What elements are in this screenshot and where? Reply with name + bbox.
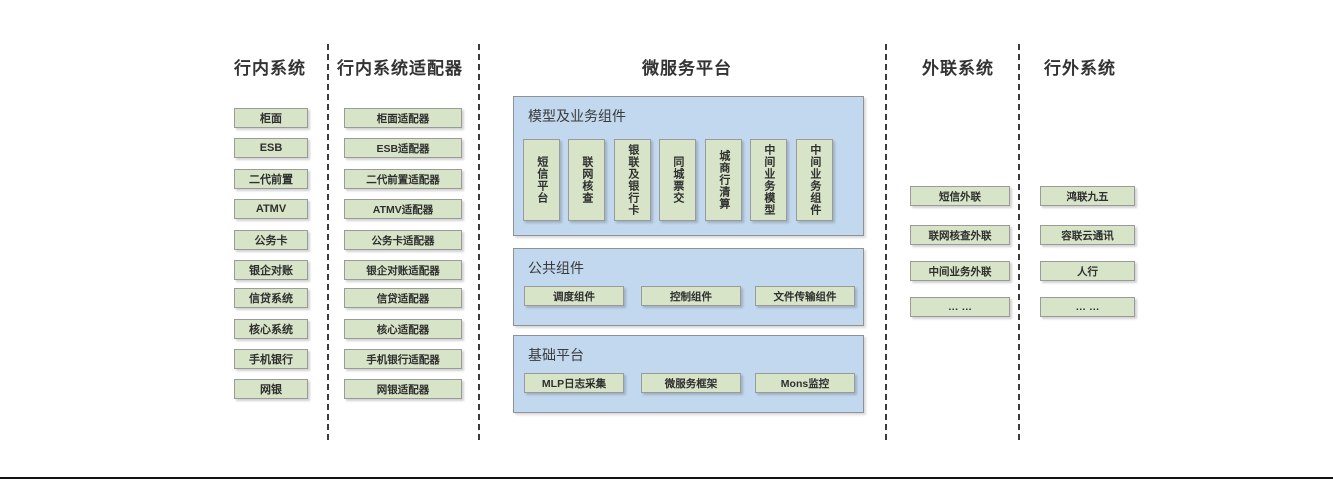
vnode-model-6-label: 中间业务组件 [808, 144, 821, 216]
node-outside-bank-2[interactable]: 人行 [1040, 261, 1135, 281]
node-external-link-3[interactable]: … … [910, 297, 1010, 317]
node-base-2[interactable]: Mons监控 [755, 373, 855, 393]
vnode-model-1-label: 联网核查 [580, 156, 593, 204]
vnode-model-5-label: 中间业务模型 [762, 144, 775, 216]
node-public-0[interactable]: 调度组件 [524, 286, 624, 306]
node-outside-bank-0[interactable]: 鸿联九五 [1040, 186, 1135, 206]
vnode-model-0[interactable]: 短信平台 [523, 139, 560, 221]
node-internal-adapter-8[interactable]: 手机银行适配器 [344, 349, 462, 369]
divider-2 [478, 44, 480, 440]
node-internal-adapter-1[interactable]: ESB适配器 [344, 138, 462, 158]
node-internal-adapter-7[interactable]: 核心适配器 [344, 319, 462, 339]
node-internal-2[interactable]: 二代前置 [234, 169, 308, 189]
divider-4 [1018, 44, 1020, 440]
node-public-2[interactable]: 文件传输组件 [755, 286, 855, 306]
node-external-link-1[interactable]: 联网核查外联 [910, 225, 1010, 245]
node-outside-bank-1[interactable]: 容联云通讯 [1040, 225, 1135, 245]
bottom-divider [0, 477, 1333, 479]
node-internal-1[interactable]: ESB [234, 138, 308, 158]
node-public-1[interactable]: 控制组件 [641, 286, 741, 306]
node-internal-7[interactable]: 核心系统 [234, 319, 308, 339]
node-internal-4[interactable]: 公务卡 [234, 230, 308, 250]
node-internal-adapter-5[interactable]: 银企对账适配器 [344, 260, 462, 280]
vnode-model-3[interactable]: 同城票交 [659, 139, 696, 221]
column-title-external-link: 外联系统 [922, 59, 994, 78]
node-internal-9[interactable]: 网银 [234, 379, 308, 399]
vnode-model-4[interactable]: 城商行清算 [705, 139, 742, 221]
node-internal-adapter-9[interactable]: 网银适配器 [344, 379, 462, 399]
divider-1 [327, 44, 329, 440]
column-title-internal-adapter: 行内系统适配器 [337, 59, 463, 78]
vnode-model-5[interactable]: 中间业务模型 [750, 139, 787, 221]
node-internal-5[interactable]: 银企对账 [234, 260, 308, 280]
node-internal-8[interactable]: 手机银行 [234, 349, 308, 369]
vnode-model-1[interactable]: 联网核查 [568, 139, 605, 221]
vnode-model-2[interactable]: 银联及银行卡 [614, 139, 651, 221]
node-external-link-2[interactable]: 中间业务外联 [910, 261, 1010, 281]
node-base-0[interactable]: MLP日志采集 [524, 373, 624, 393]
vnode-model-2-label: 银联及银行卡 [626, 144, 639, 216]
node-internal-6[interactable]: 信贷系统 [234, 288, 308, 308]
node-internal-0[interactable]: 柜面 [234, 108, 308, 128]
node-external-link-0[interactable]: 短信外联 [910, 186, 1010, 206]
vnode-model-4-label: 城商行清算 [717, 150, 730, 210]
node-base-1[interactable]: 微服务框架 [641, 373, 741, 393]
node-internal-adapter-3[interactable]: ATMV适配器 [344, 199, 462, 219]
column-title-microservice: 微服务平台 [642, 59, 732, 78]
node-internal-adapter-6[interactable]: 信贷适配器 [344, 288, 462, 308]
node-internal-3[interactable]: ATMV [234, 199, 308, 219]
column-title-outside-bank: 行外系统 [1044, 59, 1116, 78]
vnode-model-6[interactable]: 中间业务组件 [796, 139, 833, 221]
node-outside-bank-3[interactable]: … … [1040, 297, 1135, 317]
vnode-model-0-label: 短信平台 [535, 156, 548, 204]
node-internal-adapter-4[interactable]: 公务卡适配器 [344, 230, 462, 250]
node-internal-adapter-2[interactable]: 二代前置适配器 [344, 169, 462, 189]
column-title-internal: 行内系统 [234, 59, 306, 78]
panel-title-base-platform: 基础平台 [528, 347, 584, 363]
panel-title-model-business: 模型及业务组件 [528, 108, 626, 124]
node-internal-adapter-0[interactable]: 柜面适配器 [344, 108, 462, 128]
panel-title-public-components: 公共组件 [528, 260, 584, 276]
vnode-model-3-label: 同城票交 [671, 156, 684, 204]
divider-3 [885, 44, 887, 440]
